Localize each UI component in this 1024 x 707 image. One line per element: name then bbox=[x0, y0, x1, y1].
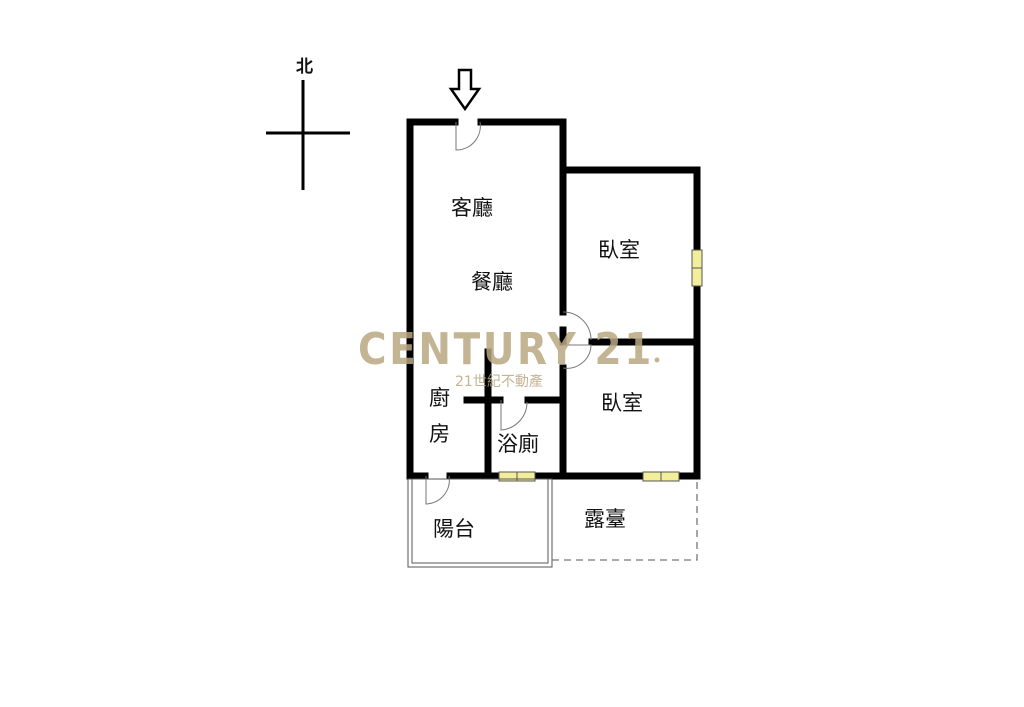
doors bbox=[425, 121, 592, 505]
label-bathroom: 浴廁 bbox=[497, 432, 539, 456]
label-dining-room: 餐廳 bbox=[471, 270, 513, 294]
terrace-outline bbox=[552, 480, 698, 561]
label-living-room: 客廳 bbox=[451, 196, 493, 220]
label-terrace: 露臺 bbox=[584, 507, 626, 531]
century21-watermark: CENTURY 21 21世紀不動產 bbox=[358, 324, 660, 390]
bathroom-door bbox=[500, 400, 528, 431]
watermark-brand: CENTURY 21 bbox=[358, 324, 654, 375]
bedroom-door-2 bbox=[562, 344, 592, 369]
walls bbox=[406, 118, 701, 480]
label-kitchen-2: 房 bbox=[429, 422, 450, 446]
entrance-arrow-icon bbox=[448, 68, 482, 112]
north-compass: 北 bbox=[266, 57, 350, 190]
balcony-outline bbox=[407, 478, 553, 568]
label-bedroom-1: 臥室 bbox=[598, 238, 640, 262]
entrance-door bbox=[455, 121, 481, 151]
bedroom-door-1 bbox=[562, 311, 592, 341]
label-bedroom-2: 臥室 bbox=[601, 391, 643, 415]
label-balcony: 陽台 bbox=[433, 517, 475, 541]
watermark-subtitle: 21世紀不動產 bbox=[455, 373, 543, 390]
balcony-door bbox=[425, 475, 450, 505]
windows bbox=[498, 249, 703, 482]
label-kitchen-1: 廚 bbox=[429, 386, 450, 410]
north-label: 北 bbox=[296, 57, 313, 77]
